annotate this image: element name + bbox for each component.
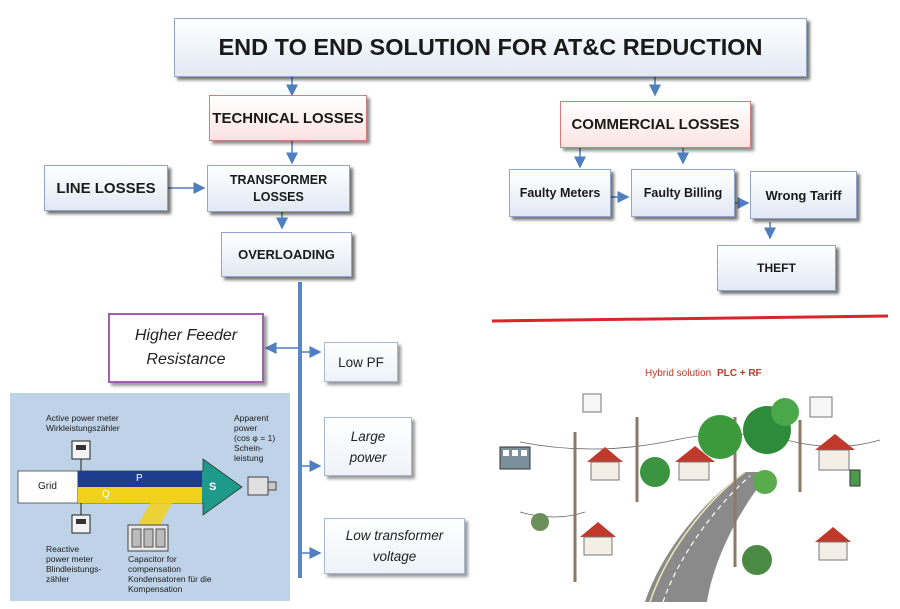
higher-feeder-line1: Higher Feeder: [134, 327, 238, 344]
grid-label: Grid: [38, 481, 57, 492]
reactive-line3: Blindleistungs-: [46, 564, 102, 574]
low-transformer-line2: voltage: [372, 549, 417, 564]
commercial-losses-box: COMMERCIAL LOSSES: [560, 101, 751, 148]
hybrid-title-accent: PLC + RF: [716, 368, 762, 379]
capacitor-line2: compensation: [128, 564, 181, 574]
low-transformer-box: Low transformer voltage: [324, 518, 465, 574]
faulty-billing-label: Faulty Billing: [643, 186, 723, 200]
power-factor-diagram: Active power meter Wirkleistungszähler A…: [10, 393, 290, 601]
low-pf-label: Low PF: [338, 354, 384, 370]
technical-losses-box: TECHNICAL LOSSES: [209, 95, 367, 141]
low-pf-box: Low PF: [324, 342, 398, 382]
separator-line: [491, 314, 889, 323]
transformer-losses-box: TRANSFORMER LOSSES: [207, 165, 350, 212]
large-power-box: Large power: [324, 417, 412, 476]
apparent-line3: (cos φ = 1): [234, 433, 276, 443]
capacitor-line3: Kondensatoren für die: [128, 574, 212, 584]
large-power-line1: Large: [350, 428, 386, 444]
theft-label: THEFT: [757, 261, 796, 275]
hybrid-title-text: Hybrid solution: [645, 368, 712, 379]
faulty-billing-box: Faulty Billing: [631, 169, 735, 217]
apparent-line4: Schein-: [234, 443, 263, 453]
technical-losses-label: TECHNICAL LOSSES: [212, 109, 364, 127]
low-transformer-line1: Low transformer: [345, 528, 444, 543]
higher-feeder-box: Higher Feeder Resistance: [108, 313, 264, 383]
apparent-line5: leistung: [234, 453, 264, 463]
main-title: END TO END SOLUTION FOR AT&C REDUCTION: [174, 18, 807, 77]
apparent-power-caption: Apparent power (cos φ = 1) Schein- leist…: [234, 413, 275, 463]
p-label: P: [136, 473, 143, 484]
hybrid-network-graphic: [499, 393, 881, 602]
faulty-meters-label: Faulty Meters: [519, 186, 601, 200]
s-label: S: [209, 481, 217, 493]
apparent-line1: Apparent: [234, 413, 269, 423]
line-losses-label: LINE LOSSES: [56, 179, 156, 197]
reactive-line4: zähler: [46, 574, 70, 584]
hybrid-title: Hybrid solution PLC + RF: [645, 368, 762, 379]
capacitor-line4: Kompensation: [128, 584, 183, 594]
overloading-box: OVERLOADING: [221, 232, 352, 277]
reactive-meter-caption: Reactive power meter Blindleistungs- zäh…: [46, 544, 101, 584]
reactive-line2: power meter: [46, 554, 94, 564]
large-power-line2: power: [349, 449, 387, 465]
wrong-tariff-box: Wrong Tariff: [750, 171, 857, 219]
line-losses-box: LINE LOSSES: [44, 165, 168, 211]
capacitor-caption: Capacitor for compensation Kondensatoren…: [128, 554, 212, 594]
higher-feeder-line2: Resistance: [146, 351, 226, 368]
transformer-losses-line2: LOSSES: [253, 189, 304, 204]
active-meter-caption: Active power meter Wirkleistungszähler: [46, 413, 120, 433]
q-label: Q: [102, 489, 110, 500]
faulty-meters-box: Faulty Meters: [509, 169, 611, 217]
wrong-tariff-label: Wrong Tariff: [765, 187, 842, 203]
theft-box: THEFT: [717, 245, 836, 291]
reactive-line1: Reactive: [46, 544, 80, 554]
transformer-losses-line1: TRANSFORMER: [229, 172, 328, 187]
hybrid-solution-illustration: Hybrid solution PLC + RF: [495, 362, 890, 602]
active-meter-line1: Active power meter: [46, 413, 119, 423]
overloading-label: OVERLOADING: [238, 247, 335, 262]
power-flow-graphic: [17, 440, 277, 552]
commercial-losses-label: COMMERCIAL LOSSES: [571, 116, 740, 133]
capacitor-line1: Capacitor for: [128, 554, 177, 564]
apparent-line2: power: [234, 423, 258, 433]
main-title-text: END TO END SOLUTION FOR AT&C REDUCTION: [218, 34, 763, 60]
active-meter-line2: Wirkleistungszähler: [46, 423, 120, 433]
